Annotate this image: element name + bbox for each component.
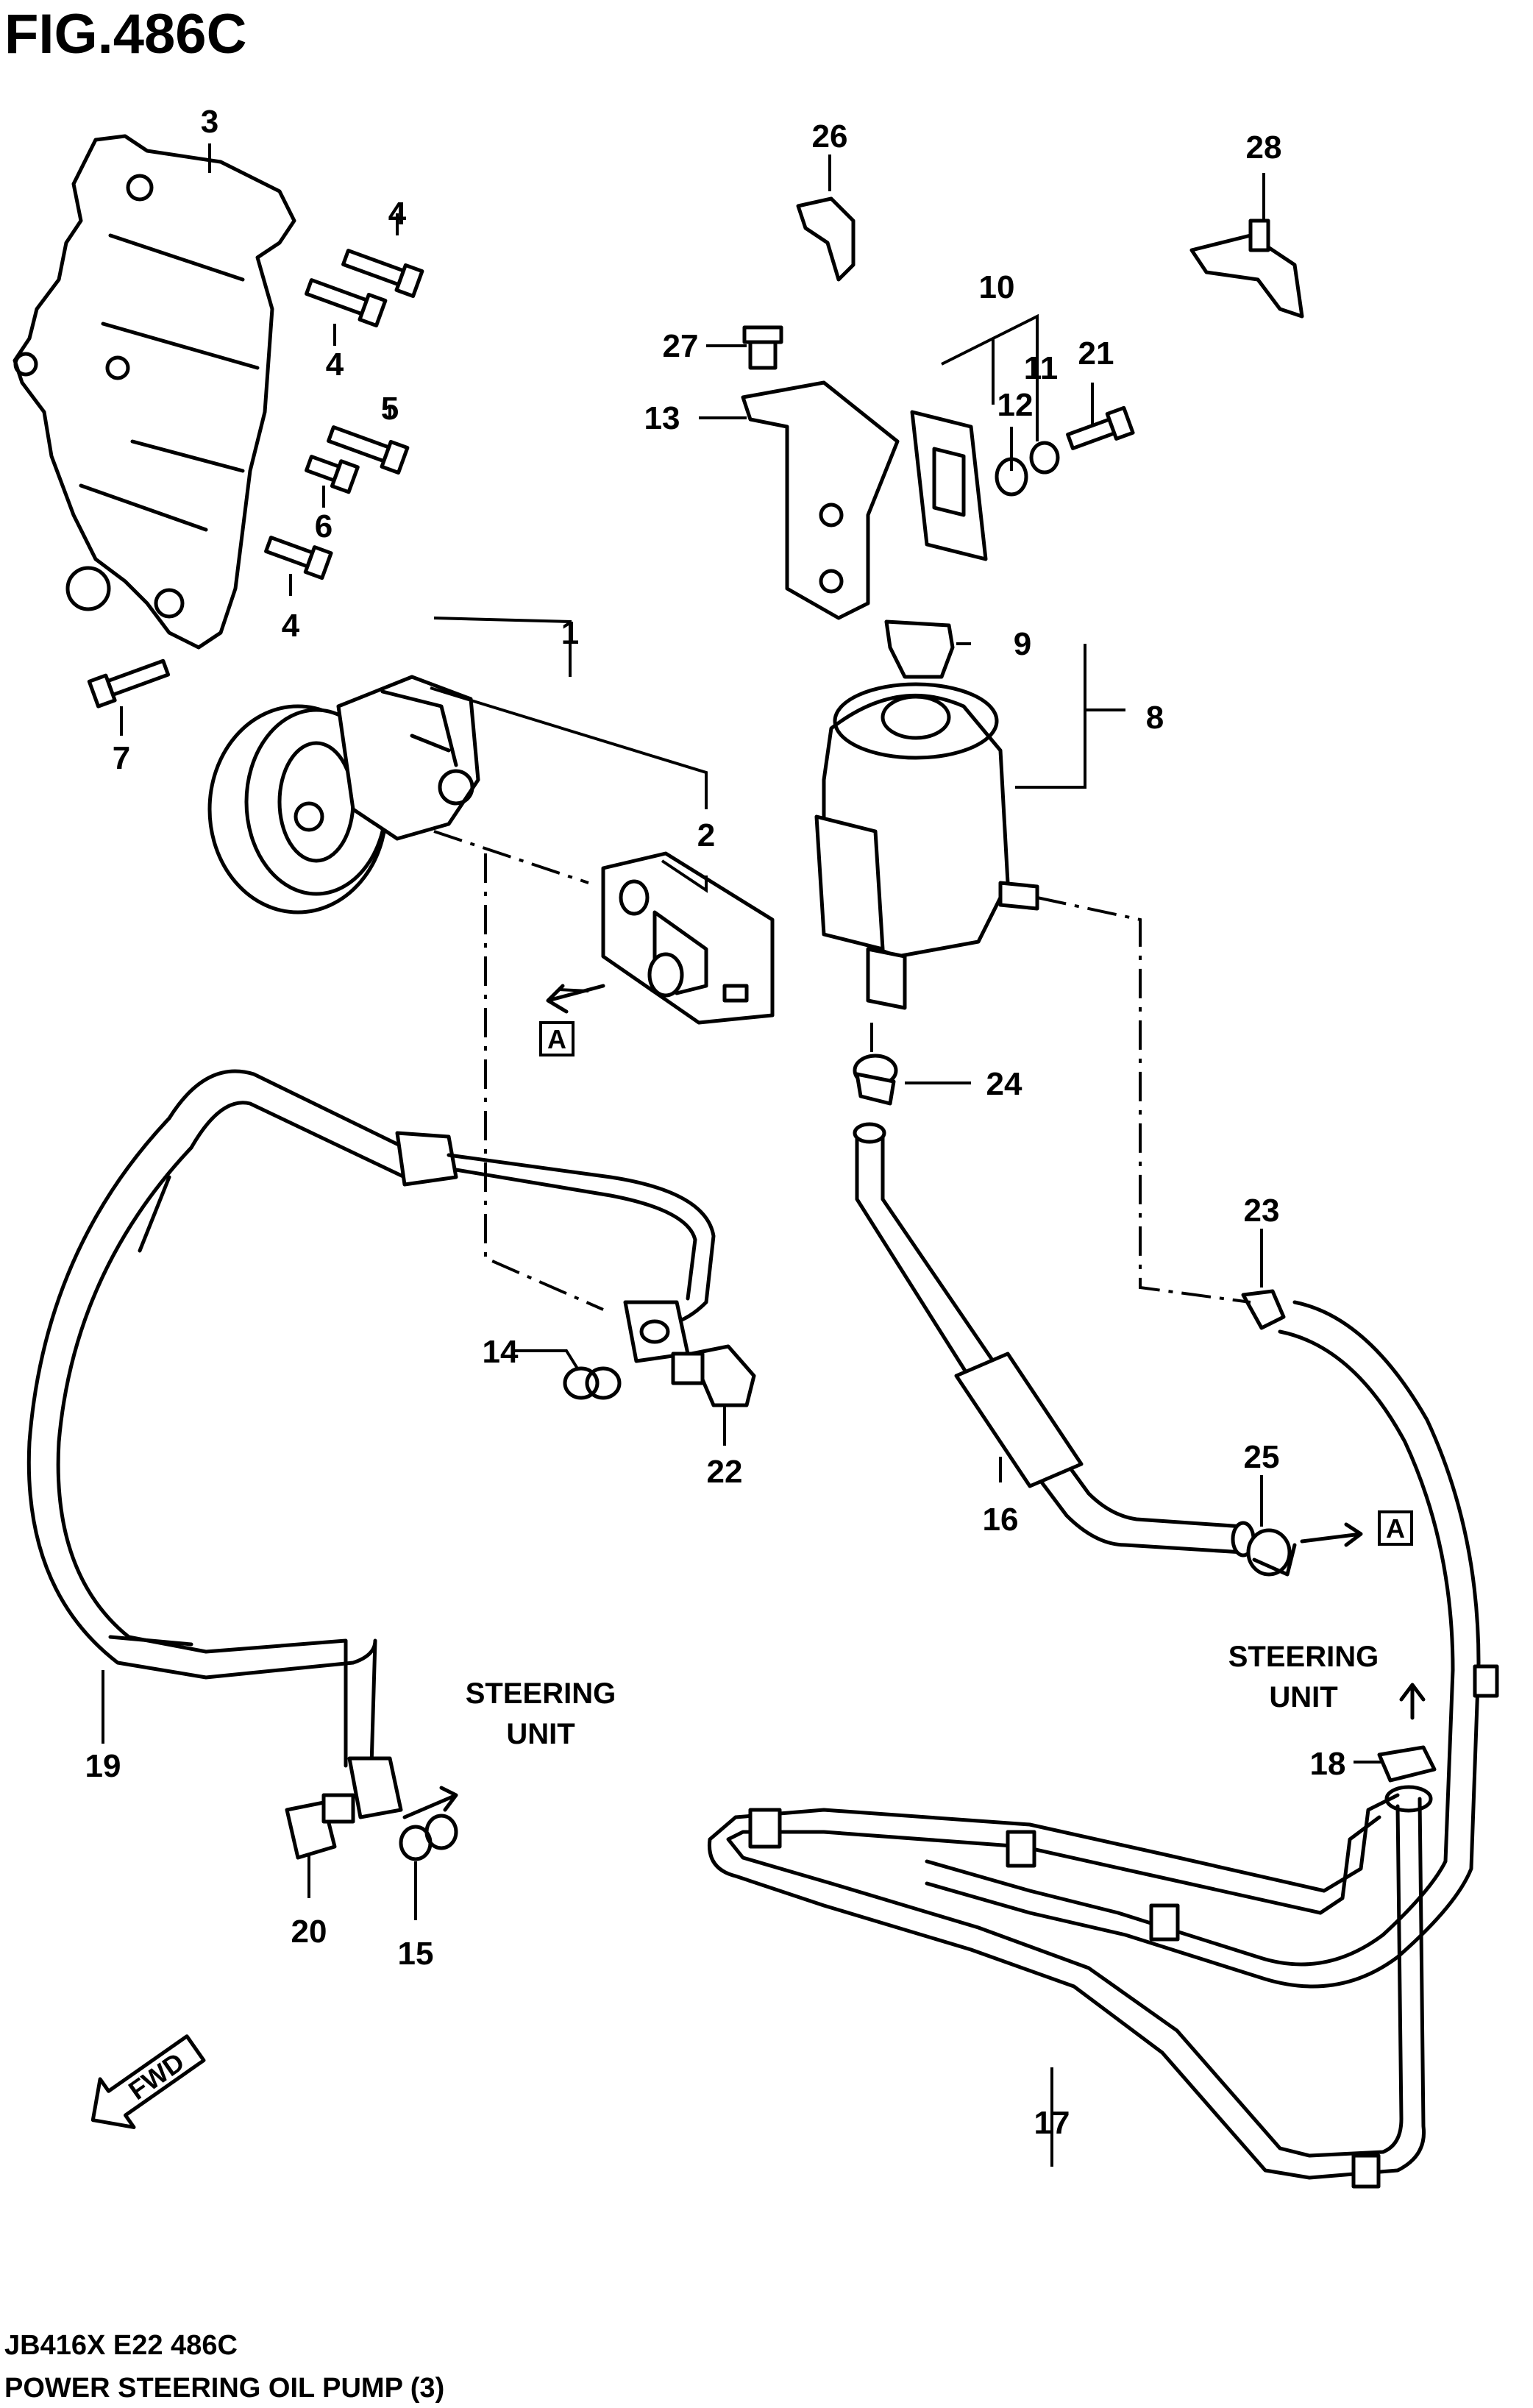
footer-caption: POWER STEERING OIL PUMP (3) [4, 2373, 444, 2404]
clamps-26-28 [796, 196, 1304, 319]
callout-3: 3 [201, 104, 218, 140]
reference-a-return-label: A [1386, 1513, 1405, 1544]
callout-12: 12 [997, 387, 1034, 423]
callout-10: 10 [979, 269, 1015, 305]
callout-8: 8 [1146, 700, 1164, 736]
power-steering-pump [207, 675, 480, 914]
direction-arrows [402, 984, 1426, 1819]
callout-17: 17 [1034, 2105, 1070, 2141]
hose-clamp-24 [853, 1054, 898, 1106]
callout-25: 25 [1244, 1439, 1280, 1475]
steering-pipe-17 [707, 1793, 1426, 2189]
callout-5: 5 [381, 391, 399, 427]
callout-24: 24 [986, 1066, 1022, 1102]
pump-bracket [13, 134, 296, 650]
fwd-arrow: FWD [90, 2034, 206, 2129]
reference-a-return: A [1378, 1510, 1413, 1546]
reservoir-bracket [741, 325, 1135, 620]
callout-21: 21 [1078, 335, 1114, 372]
union-bolts-washers [285, 1344, 756, 1861]
callout-14: 14 [483, 1334, 519, 1370]
callout-9: 9 [1014, 626, 1031, 662]
steering-unit-left-line2: UNIT [506, 1718, 575, 1750]
callout-20: 20 [291, 1914, 327, 1950]
callouts: 3 4 4 5 6 4 7 1 2 26 28 10 11 12 21 27 1… [85, 104, 1346, 2141]
callout-26: 26 [812, 118, 848, 155]
right-supply-hose [925, 1289, 1499, 1989]
bolts-bracket [87, 213, 424, 736]
steering-unit-right-line1: STEERING [1228, 1641, 1379, 1673]
leader-lines [102, 143, 1381, 2167]
pump-fitting [601, 851, 775, 1025]
return-hose [853, 1122, 1256, 1558]
callout-23: 23 [1244, 1193, 1280, 1229]
steering-unit-right-line2: UNIT [1269, 1681, 1337, 1713]
callout-16: 16 [983, 1502, 1019, 1538]
callout-6: 6 [315, 508, 332, 544]
callout-4-low: 4 [282, 608, 300, 644]
steering-unit-left-line1: STEERING [466, 1677, 616, 1710]
footer-code: JB416X E22 486C [4, 2330, 238, 2361]
callout-4-mid: 4 [326, 347, 344, 383]
callout-27: 27 [663, 328, 699, 364]
callout-2: 2 [697, 817, 715, 853]
figure-title: FIG.486C [4, 3, 246, 65]
callout-18: 18 [1310, 1746, 1346, 1782]
callout-15: 15 [398, 1936, 434, 1972]
callout-4-top: 4 [388, 196, 407, 232]
callout-28: 28 [1246, 129, 1282, 166]
callout-22: 22 [707, 1454, 743, 1490]
reference-a-pump: A [539, 1021, 575, 1056]
callout-13: 13 [644, 400, 680, 436]
reservoir-tank [814, 619, 1039, 1010]
callout-7: 7 [113, 740, 130, 776]
callout-19: 19 [85, 1748, 121, 1784]
reference-a-pump-label: A [547, 1024, 566, 1054]
hose-clamp-25 [1246, 1528, 1297, 1577]
centerlines [433, 830, 1251, 1311]
callout-1: 1 [561, 615, 579, 651]
pressure-hose-19 [26, 1069, 716, 1819]
callout-11: 11 [1024, 350, 1059, 386]
